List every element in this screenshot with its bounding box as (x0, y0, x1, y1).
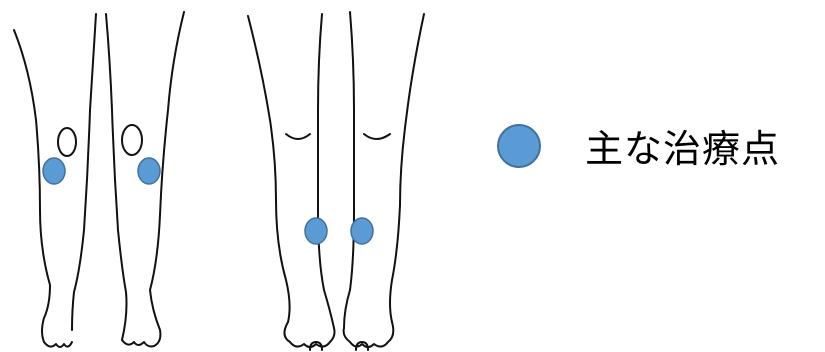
back-right-foot (122, 340, 154, 347)
treatment-point (138, 158, 160, 184)
legend-label: 主な治療点 (585, 118, 780, 173)
front-right-leg-outline (390, 14, 424, 322)
front-right-leg-inner (344, 12, 354, 328)
front-left-foot (284, 322, 334, 347)
front-right-knee-mark (364, 134, 390, 139)
back-right-leg-inner (106, 14, 127, 340)
treatment-point (351, 218, 373, 244)
back-right-knee-oval (122, 125, 142, 155)
front-left-leg-inner (318, 14, 334, 328)
front-view-legs (248, 12, 424, 350)
front-left-leg-outline (248, 16, 290, 322)
treatment-point (305, 218, 327, 244)
treatment-point (43, 158, 65, 184)
front-right-foot (344, 322, 394, 347)
back-left-leg-outline (14, 30, 50, 342)
back-left-knee-oval (58, 128, 76, 156)
legend: 主な治療点 (497, 118, 780, 173)
back-left-foot (44, 342, 72, 347)
front-left-knee-mark (286, 134, 310, 139)
legend-marker (497, 124, 541, 168)
back-view-legs (14, 12, 184, 347)
back-left-leg-inner (72, 14, 96, 330)
treatment-points (43, 158, 373, 244)
